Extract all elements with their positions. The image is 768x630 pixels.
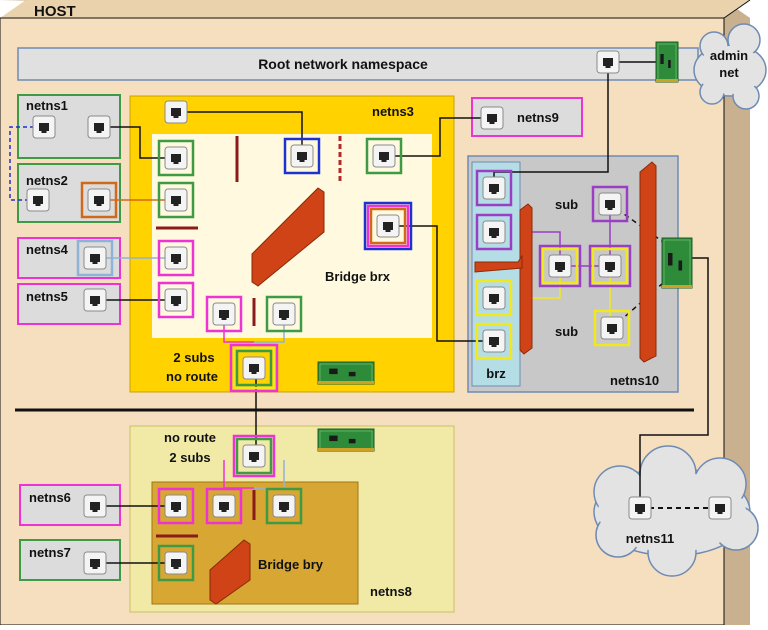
port-brx-5: [283, 137, 321, 175]
wire-netns3-top: [176, 111, 303, 156]
port-brx-6: [365, 137, 403, 175]
port-netns1-b: [87, 115, 111, 139]
port-netns11-b: [708, 496, 732, 520]
bridge-bry-label: Bridge bry: [258, 557, 324, 572]
bridge-brz-small: [474, 254, 523, 273]
bridge-netns10-slab: [639, 161, 657, 363]
sub-top-label: sub: [555, 197, 578, 212]
port-netns10-sub-bottom: [593, 309, 631, 347]
wire-netns10-netns11: [639, 257, 709, 508]
netns1-label: netns1: [26, 98, 68, 113]
netns4-label: netns4: [26, 242, 69, 257]
host-label: HOST: [34, 3, 76, 20]
bridge-brz-slab: [519, 203, 533, 355]
port-brx-4: [157, 281, 195, 319]
port-bry-1: [157, 487, 195, 525]
port-netns2-b: [80, 181, 118, 219]
ports-layer: [26, 50, 732, 582]
nic-netns10: [661, 237, 693, 289]
netns8-note-line1: no route: [164, 430, 216, 445]
sub-bottom-label: sub: [555, 324, 578, 339]
nic-netns3: [317, 361, 375, 385]
port-brx-8: [205, 295, 243, 333]
bridge-brx-label: Bridge brx: [325, 269, 391, 284]
port-brz-1: [475, 169, 513, 207]
wire-netns1-netns2-dashed: [9, 126, 34, 201]
netns3-label: netns3: [372, 104, 414, 119]
port-brx-3: [157, 239, 195, 277]
port-bry-2: [205, 487, 243, 525]
netns3-note-line1: 2 subs: [173, 350, 214, 365]
wire-brx-brz: [388, 225, 492, 342]
bridges-layer: [156, 136, 657, 605]
port-brx-1: [157, 139, 195, 177]
netns11-label: netns11: [626, 531, 674, 546]
bridge-brx-slab: [251, 187, 325, 287]
port-netns10-sub-a: [538, 244, 582, 288]
netns10-label: netns10: [610, 373, 659, 388]
port-netns8-sub: [232, 434, 276, 478]
netns7-label: netns7: [29, 545, 71, 560]
port-netns5: [83, 288, 107, 312]
bridge-bry-slab: [209, 539, 251, 605]
nic-netns8: [317, 428, 375, 452]
netns6-label: netns6: [29, 490, 71, 505]
port-brz-2: [475, 213, 513, 251]
port-brx-9: [265, 295, 303, 333]
port-netns3-top: [164, 100, 188, 124]
port-netns10-sub-b: [588, 244, 632, 288]
port-netns7: [83, 551, 107, 575]
nics-layer: [317, 41, 693, 452]
root-namespace-bar: [17, 47, 699, 81]
port-netns4: [76, 239, 114, 277]
port-netns10-sub-top: [591, 185, 629, 223]
port-netns11-a: [628, 496, 652, 520]
port-brz-3: [475, 279, 513, 317]
brz-label: brz: [486, 366, 506, 381]
port-bry-3: [265, 487, 303, 525]
host-box-top: [0, 0, 750, 18]
netns8-note-line2: 2 subs: [169, 450, 210, 465]
port-netns9: [480, 106, 504, 130]
admin-net-cloud: [693, 23, 767, 110]
wire-brz-sub-purple: [520, 231, 561, 264]
root-namespace-label: Root network namespace: [258, 56, 428, 72]
admin-net-label-line1: admin: [710, 48, 748, 63]
netns8-label: netns8: [370, 584, 412, 599]
netns3-note-line2: no route: [166, 369, 218, 384]
netns9-label: netns9: [517, 110, 559, 125]
port-bry-4: [157, 544, 195, 582]
port-root-ns: [596, 50, 620, 74]
netns2-label: netns2: [26, 173, 68, 188]
wire-netns3-netns9: [384, 117, 492, 157]
admin-net-label-line2: net: [719, 65, 739, 80]
port-netns3-sub: [229, 343, 279, 393]
port-netns6: [83, 494, 107, 518]
wire-netns1-netns3: [99, 126, 175, 159]
netns11-cloud: [593, 445, 759, 577]
port-netns2-a: [26, 188, 50, 212]
nic-admin: [655, 41, 679, 83]
port-brx-7: [363, 201, 413, 251]
port-brz-4: [475, 322, 513, 360]
port-brx-2: [157, 181, 195, 219]
netns5-label: netns5: [26, 289, 68, 304]
port-netns1-a: [32, 115, 56, 139]
